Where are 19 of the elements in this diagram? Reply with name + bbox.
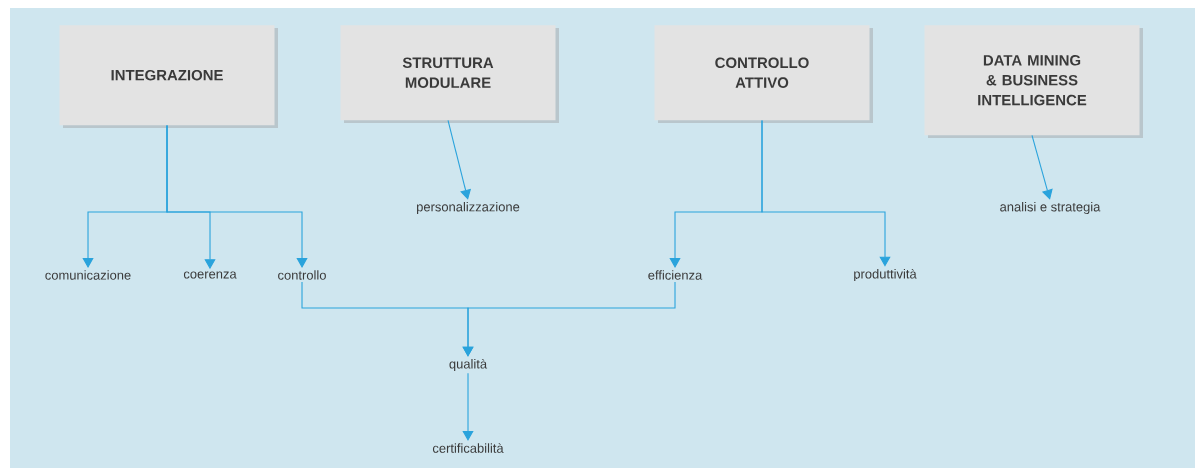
- category-box: CONTROLLO ATTIVO: [654, 25, 873, 123]
- category-box: DATA MINING & BUSINESS INTELLIGENCE: [924, 25, 1143, 138]
- arrow: [1031, 134, 1053, 200]
- arrow: [462, 281, 676, 357]
- category-box: STRUTTURA MODULARE: [340, 25, 559, 123]
- outcome-label: coerenza: [183, 271, 237, 279]
- outcome-label: analisi e strategia: [1000, 201, 1101, 215]
- outcome-label: produttività: [854, 268, 917, 282]
- outcome-label: personalizzazione: [417, 201, 520, 215]
- outcome-label: certificabilità: [432, 443, 504, 453]
- arrow: [761, 119, 891, 267]
- outcome-label: comunicazione: [45, 270, 131, 280]
- arrow: [447, 119, 472, 200]
- arrow: [462, 372, 474, 441]
- outcome-label: controllo: [278, 270, 326, 280]
- outcome-label: qualità: [449, 358, 488, 372]
- category-box: INTEGRAZIONE: [59, 25, 278, 128]
- outcome-label: efficienza: [648, 270, 703, 280]
- arrow: [166, 124, 308, 268]
